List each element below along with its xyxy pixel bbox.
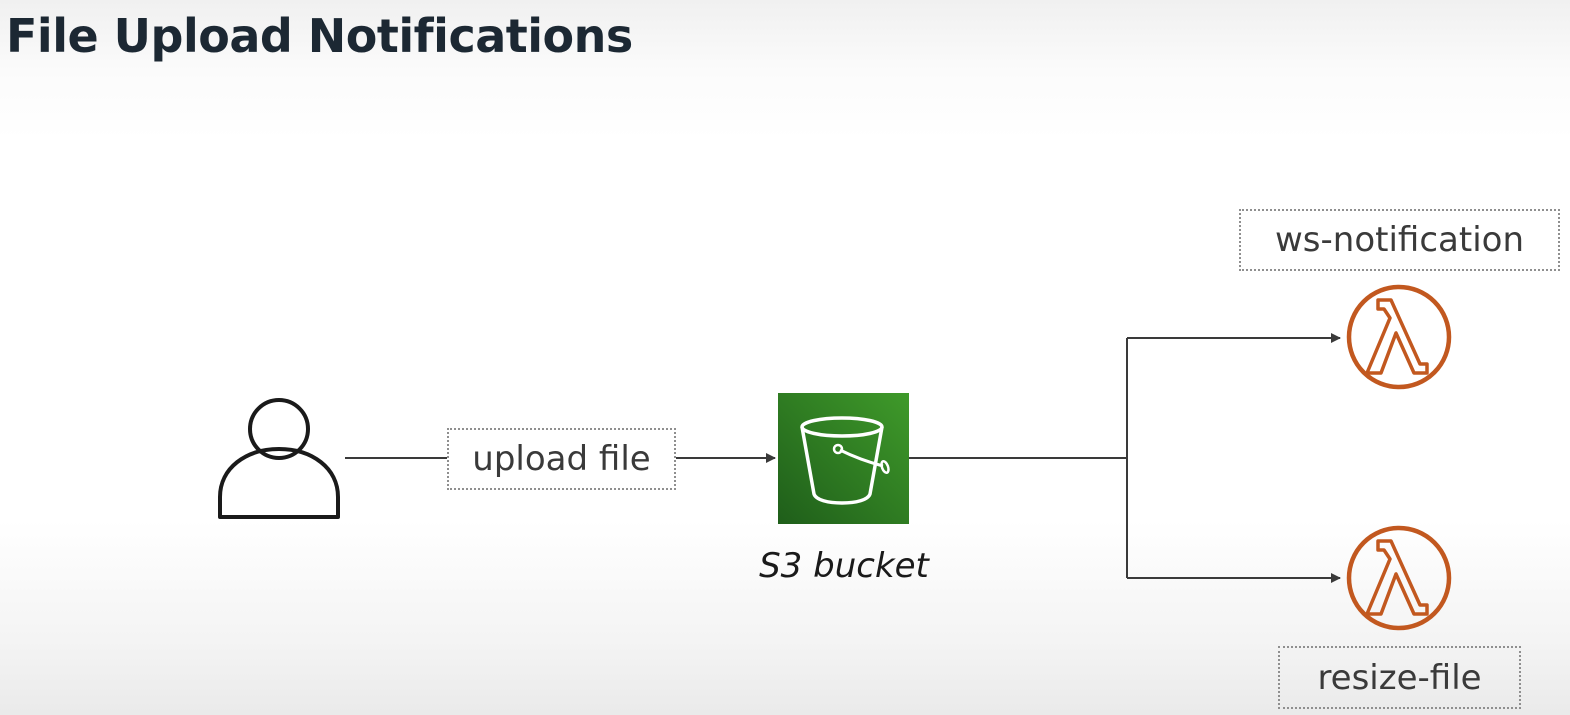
s3-bucket-caption: S3 bucket [759, 546, 929, 586]
user-icon [218, 398, 340, 519]
ws-notification-label: ws-notification [1239, 209, 1560, 271]
lambda-icon [1346, 525, 1452, 631]
lambda-icon [1346, 284, 1452, 390]
s3-bucket-icon [778, 393, 909, 524]
page-title: File Upload Notifications [6, 9, 633, 63]
upload-file-label: upload file [447, 428, 676, 490]
resize-file-label: resize-file [1278, 646, 1521, 709]
